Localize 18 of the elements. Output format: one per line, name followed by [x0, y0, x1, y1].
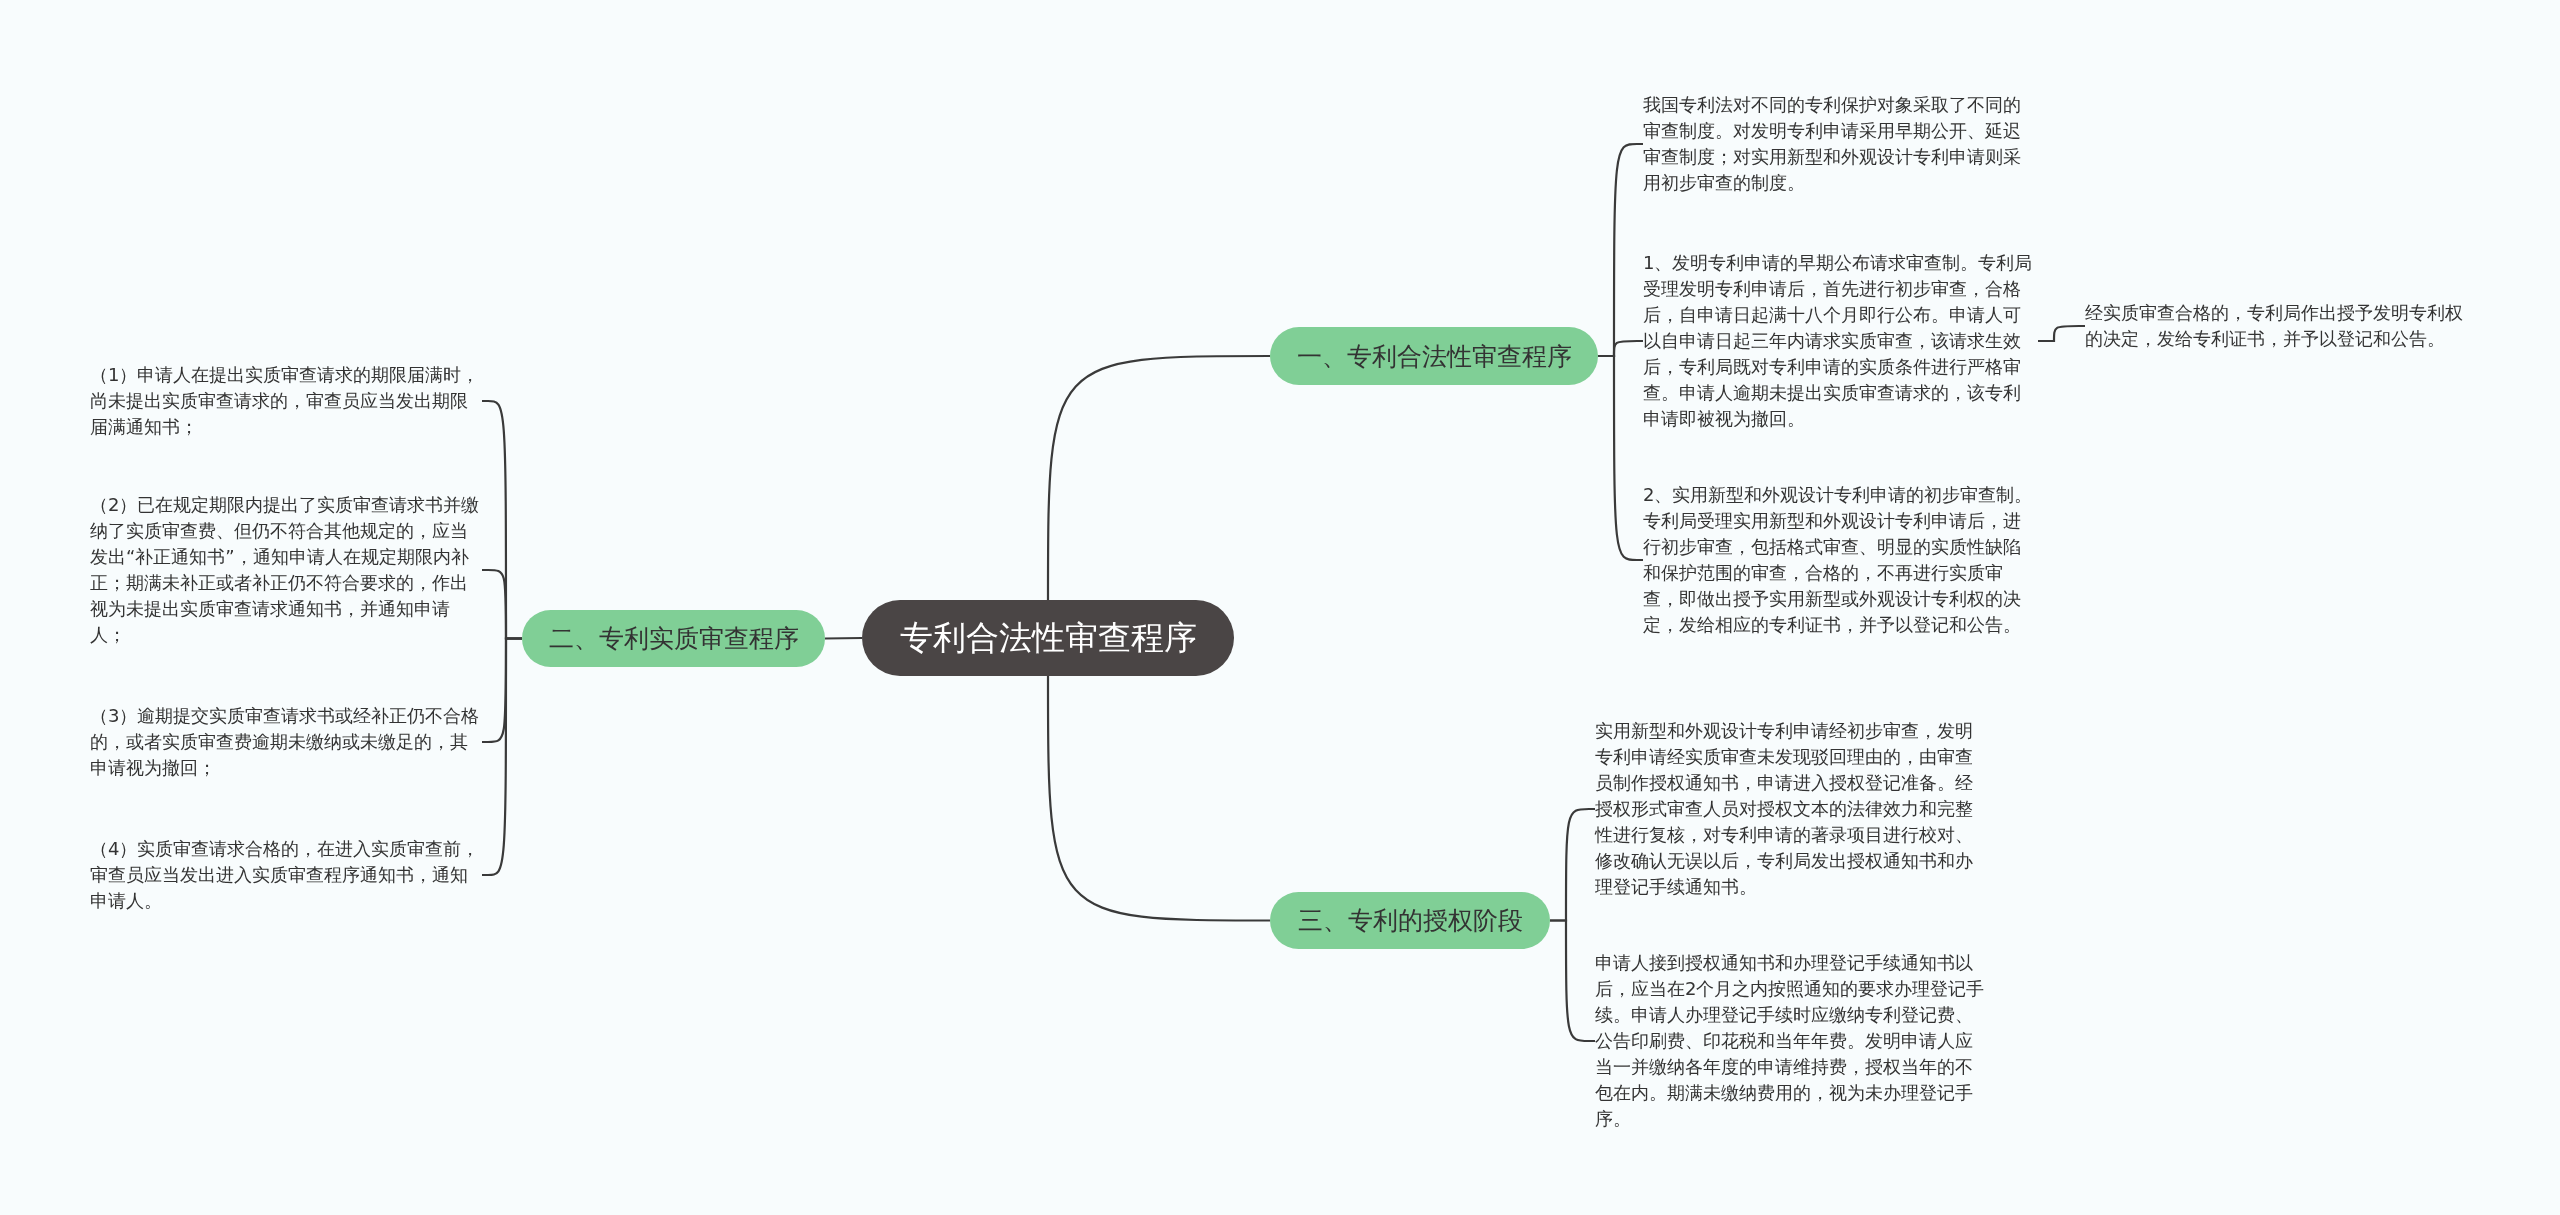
note-text: 2、实用新型和外观设计专利申请的初步审查制。专利局受理实用新型和外观设计专利申请后，进行初步审查，包括格式审查、明显的实质性缺陷和保护范围的审查，合格的，不再进行实质审查，即做出授予实用新型或外观设计专利权的决定，发给相应的专利证书，并予以登记和公告。 [1643, 482, 2038, 638]
central-topic: 专利合法性审查程序 [862, 600, 1234, 676]
note-text: 经实质审查合格的，专利局作出授予发明专利权的决定，发给专利证书，并予以登记和公告。 [2085, 300, 2475, 352]
connector-line [1046, 354, 1270, 600]
connector-line [2038, 324, 2085, 343]
connector-line [1046, 676, 1270, 922]
note-text: 我国专利法对不同的专利保护对象采取了不同的审查制度。对发明专利申请采用早期公开、延迟审查制度；对实用新型和外观设计专利申请则采用初步审查的制度。 [1643, 92, 2038, 196]
connector-line [825, 636, 862, 640]
topic-box: 二、专利实质审查程序 [522, 610, 825, 667]
note-text: （2）已在规定期限内提出了实质审查请求书并缴纳了实质审查费、但仍不符合其他规定的，应当发出“补正通知书”，通知申请人在规定期限内补正；期满未补正或者补正仍不符合要求的，作出视为未提出实质审查请求通知书，并通知申请人； [90, 492, 482, 648]
note-text: （1）申请人在提出实质审查请求的期限届满时，尚未提出实质审查请求的，审查员应当发出期限届满通知书； [90, 362, 482, 440]
topic-box: 一、专利合法性审查程序 [1270, 327, 1598, 385]
note-text: （4）实质审查请求合格的，在进入实质审查前，审查员应当发出进入实质审查程序通知书，通知申请人。 [90, 836, 482, 914]
note-text: 实用新型和外观设计专利申请经初步审查，发明专利申请经实质审查未发现驳回理由的，由审查员制作授权通知书，申请进入授权登记准备。经授权形式审查人员对授权文本的法律效力和完整性进行复核，对专利申请的著录项目进行校对、修改确认无误以后，专利局发出授权通知书和办理登记手续通知书。 [1595, 718, 1987, 900]
note-text: （3）逾期提交实质审查请求书或经补正仍不合格的，或者实质审查费逾期未缴纳或未缴足的，其申请视为撤回； [90, 703, 482, 781]
note-text: 申请人接到授权通知书和办理登记手续通知书以后，应当在2个月之内按照通知的要求办理登记手续。申请人办理登记手续时应缴纳专利登记费、公告印刷费、印花税和当年年费。发明申请人应当一并缴纳各年度的申请维持费，授权当年的不包在内。期满未缴纳费用的，视为未办理登记手序。 [1595, 950, 1987, 1132]
note-text: 1、发明专利申请的早期公布请求审查制。专利局受理发明专利申请后，首先进行初步审查，合格后，自申请日起满十八个月即行公布。申请人可以自申请日起三年内请求实质审查，该请求生效后，专利局既对专利申请的实质条件进行严格审查。申请人逾期未提出实质审查请求的，该专利申请即被视为撤回。 [1643, 250, 2038, 432]
topic-box: 三、专利的授权阶段 [1270, 892, 1550, 949]
